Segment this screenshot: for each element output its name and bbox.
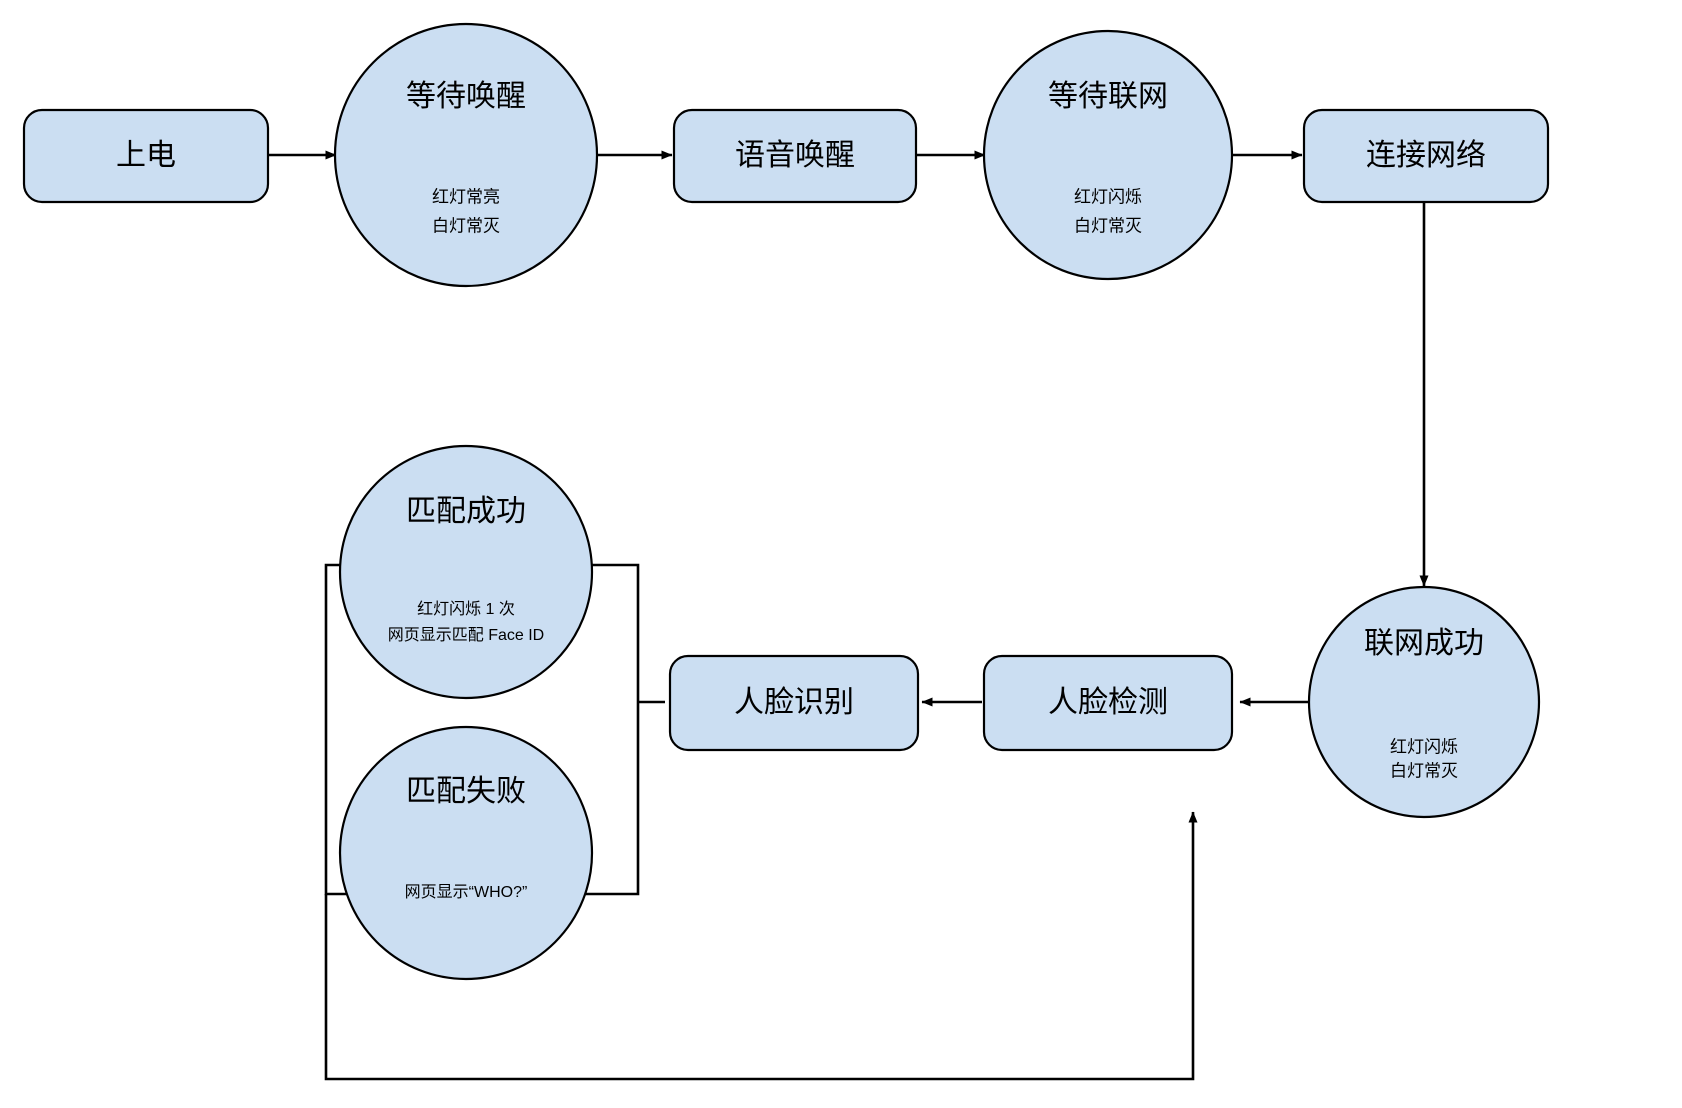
match-fail-subline-1: 网页显示“WHO?” <box>405 884 528 901</box>
wait-wakeup-subline-2: 白灯常灭 <box>432 216 500 235</box>
node-face-recognize[interactable]: 人脸识别 <box>668 654 920 752</box>
match-success-label: 匹配成功 <box>406 495 526 528</box>
voice-wakeup-shape[interactable] <box>672 108 918 204</box>
match-success-shape[interactable] <box>338 444 594 700</box>
node-wait-network[interactable]: 等待联网 红灯闪烁 白灯常灭 <box>982 29 1234 281</box>
power-on-shape[interactable] <box>22 108 270 204</box>
face-recognize-label: 人脸识别 <box>734 686 854 719</box>
match-success-subline-1: 红灯闪烁 1 次 <box>417 600 515 618</box>
node-voice-wakeup[interactable]: 语音唤醒 <box>672 108 918 204</box>
connect-network-label: 连接网络 <box>1366 139 1486 172</box>
face-detect-shape[interactable] <box>982 654 1234 752</box>
node-network-success[interactable]: 联网成功 红灯闪烁 白灯常灭 <box>1307 585 1541 819</box>
node-wait-wakeup[interactable]: 等待唤醒 红灯常亮 白灯常灭 <box>333 22 599 288</box>
node-face-detect[interactable]: 人脸检测 <box>982 654 1234 752</box>
network-success-subline-1: 红灯闪烁 <box>1390 737 1458 756</box>
wait-network-subline-2: 白灯常灭 <box>1074 216 1142 235</box>
node-layer: 上电 等待唤醒 红灯常亮 白灯常灭 语音唤醒 等待联网 红灯闪烁 白灯常灭 <box>22 22 1550 981</box>
network-success-subline-2: 白灯常灭 <box>1390 761 1458 780</box>
wait-wakeup-label: 等待唤醒 <box>406 80 526 113</box>
face-detect-label: 人脸检测 <box>1048 686 1168 719</box>
power-on-label: 上电 <box>116 139 176 172</box>
edge-match-fail-to-face-detect-feedback <box>324 811 1198 1081</box>
connect-network-shape[interactable] <box>1302 108 1550 204</box>
match-success-subline-2: 网页显示匹配 Face ID <box>388 626 544 644</box>
match-fail-label: 匹配失败 <box>406 775 526 808</box>
wait-wakeup-shape[interactable] <box>333 22 599 288</box>
match-fail-shape[interactable] <box>338 725 594 981</box>
node-match-success[interactable]: 匹配成功 红灯闪烁 1 次 网页显示匹配 Face ID <box>338 444 594 700</box>
wait-network-subline-1: 红灯闪烁 <box>1074 187 1142 206</box>
wait-wakeup-subline-1: 红灯常亮 <box>432 187 500 206</box>
wait-network-shape[interactable] <box>982 29 1234 281</box>
edge-face-recognize-bracket <box>324 563 665 896</box>
node-connect-network[interactable]: 连接网络 <box>1302 108 1550 204</box>
voice-wakeup-label: 语音唤醒 <box>735 139 855 172</box>
node-power-on[interactable]: 上电 <box>22 108 270 204</box>
edge-layer <box>268 150 1429 1081</box>
network-success-shape[interactable] <box>1307 585 1541 819</box>
wait-network-label: 等待联网 <box>1048 80 1168 113</box>
network-success-label: 联网成功 <box>1364 627 1484 660</box>
node-match-fail[interactable]: 匹配失败 网页显示“WHO?” <box>338 725 594 981</box>
face-recognize-shape[interactable] <box>668 654 920 752</box>
